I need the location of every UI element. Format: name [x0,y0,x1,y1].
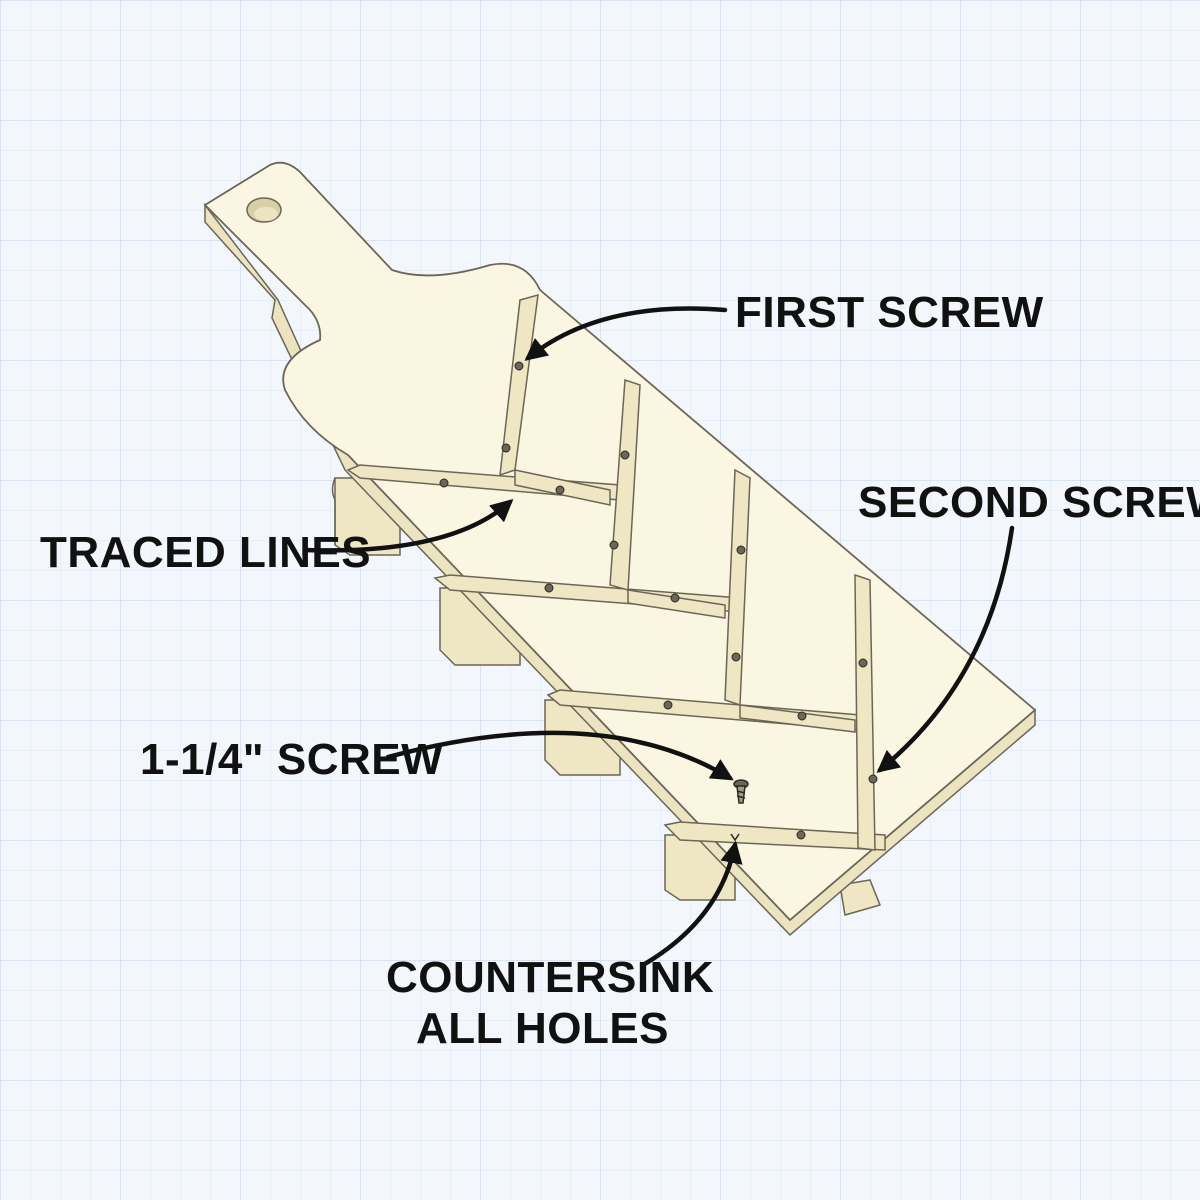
screw-icon [736,545,746,555]
screw-icon [439,478,449,488]
callout-arrows [302,306,1015,968]
arrow-screw-size [385,730,734,781]
screw-icon [858,658,868,668]
arrow-first-screw [524,306,728,361]
countersink-mark [730,833,740,842]
screw-icon [609,540,619,550]
arrow-second-screw [876,525,1015,773]
strip-c2 [627,589,726,619]
arrow-traced-lines [302,499,514,553]
screw-icon [797,711,807,721]
label-first-screw: FIRST SCREW [735,288,1044,337]
loose-screw-icon [733,779,749,804]
screw-icon [868,774,878,784]
screw-icon [796,830,806,840]
screw-icon [731,652,741,662]
traced-lines [346,293,886,851]
screw-icon [620,450,630,460]
screw-icon [670,593,680,603]
label-second-screw: SECOND SCREW [858,478,1200,527]
label-traced-lines: TRACED LINES [40,528,371,577]
screw-icon [501,443,511,453]
strip-h4 [663,821,886,851]
label-countersink-line1: COUNTERSINK [386,953,714,1002]
strip-c3 [739,704,856,733]
label-countersink-line2: ALL HOLES [416,1004,669,1053]
screw-icon [514,361,524,371]
arrow-countersink [640,840,743,968]
screw-icon [544,583,554,593]
hanging-hole-icon [246,197,282,223]
cleat-5 [839,879,882,916]
label-screw-size: 1-1/4" SCREW [140,735,443,784]
screws [439,361,878,840]
screw-icon [663,700,673,710]
screw-icon [555,485,565,495]
